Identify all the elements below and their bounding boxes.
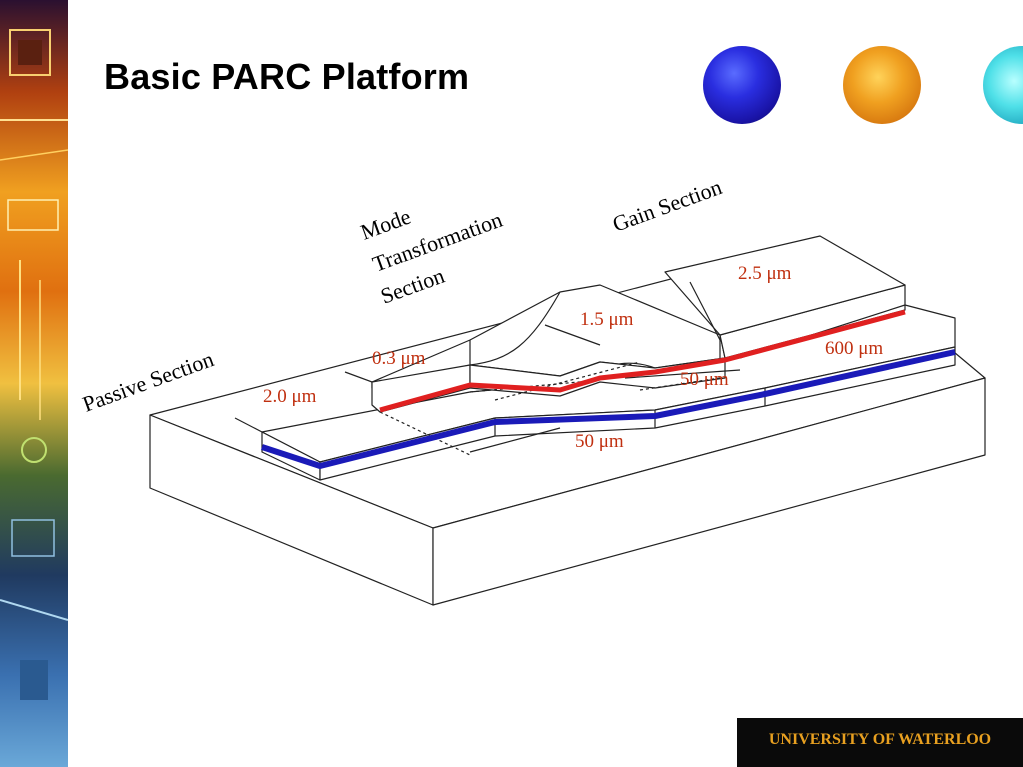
arrow-0-3um	[344, 371, 373, 383]
dashed-guide-4	[639, 377, 721, 391]
decorative-side-strip	[0, 0, 68, 767]
dim-1-5um: 1.5 μm	[580, 309, 634, 330]
slide-title: Basic PARC Platform	[104, 56, 470, 97]
dim-0-3um: 0.3 μm	[372, 348, 426, 369]
label-gain-section: Gain Section	[609, 174, 725, 237]
arrow-50um-right	[624, 369, 741, 379]
arrow-50um-bottom	[469, 427, 561, 453]
dashed-guide-1	[379, 411, 471, 456]
substrate-side-face	[432, 377, 986, 606]
dim-600um: 600 μm	[825, 338, 883, 359]
footer-bar: UNIVERSITY OF WATERLOO	[737, 718, 1023, 767]
upper-waveguide	[379, 309, 906, 413]
arrow-2-0um	[234, 417, 263, 433]
arrow-1-5um	[544, 324, 601, 346]
gain-block-top	[664, 235, 906, 336]
blue-sphere-decoration	[703, 46, 781, 124]
footer-university-name: UNIVERSITY OF WATERLOO	[768, 731, 992, 748]
orange-sphere-decoration	[843, 46, 921, 124]
lower-slab-side-face	[319, 346, 956, 481]
dashed-guide-3	[494, 361, 641, 401]
dim-50um-right: 50 μm	[680, 369, 729, 390]
lower-waveguide	[261, 349, 956, 469]
label-mode: Mode	[357, 204, 414, 245]
dim-2-0um: 2.0 μm	[263, 386, 317, 407]
dim-2-5um: 2.5 μm	[738, 263, 792, 284]
circuit-board-pattern	[0, 0, 68, 767]
taper-curve-left	[469, 291, 561, 366]
dim-50um-bottom: 50 μm	[575, 431, 624, 452]
arrow-2-5um	[689, 281, 721, 341]
